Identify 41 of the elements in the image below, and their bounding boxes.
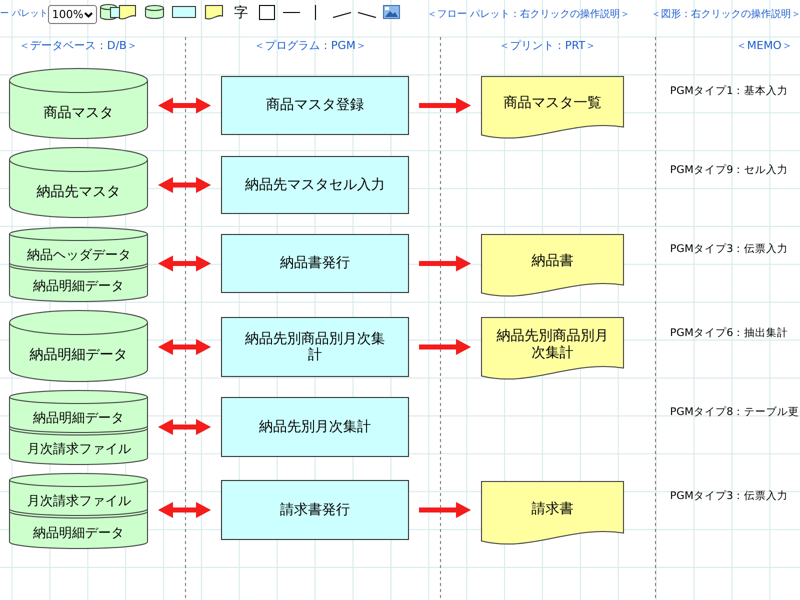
double-arrow — [158, 177, 211, 193]
process-box: 請求書発行 — [221, 480, 409, 540]
help-link: ＜図形：右クリックの操作説明＞ — [651, 8, 800, 21]
palette-link: ー パレット — [0, 9, 48, 20]
double-arrow — [158, 98, 211, 114]
process-box: 納品書発行 — [221, 234, 409, 293]
double-arrow — [158, 339, 211, 355]
document-shape: 商品マスタ一覧 — [481, 76, 624, 139]
arrow — [419, 98, 471, 114]
help-link: ＜フロー パレット：右クリックの操作説明＞ — [427, 8, 630, 21]
stacked-cylinders: 納品ヘッダデータ 納品明細データ — [9, 227, 148, 302]
document-shape: 納品先別商品別月次集計 — [481, 317, 624, 380]
process-box: 納品先別月次集計 — [221, 397, 409, 457]
database-cylinder: 納品明細データ — [9, 310, 148, 382]
column-header: ＜プログラム：PGM＞ — [254, 39, 367, 53]
memo-text: PGMタイプ6：抽出集計 — [670, 327, 788, 340]
column-header: ＜データベース：D/B＞ — [19, 39, 138, 53]
double-arrow — [158, 502, 211, 518]
memo-text: PGMタイプ9：セル入力 — [670, 164, 788, 177]
process-box: 納品先別商品別月次集計 — [221, 317, 409, 377]
database-cylinder: 納品先マスタ — [9, 147, 148, 218]
memo-text: PGMタイプ3：伝票入力 — [670, 490, 788, 503]
stacked-cylinders: 月次請求ファイル 納品明細データ — [9, 473, 148, 549]
arrow — [419, 256, 471, 272]
stacked-cylinders: 納品明細データ 月次請求ファイル — [9, 390, 148, 465]
text-tool: 字 — [234, 4, 248, 22]
database-cylinder: 商品マスタ — [9, 68, 148, 139]
memo-text: PGMタイプ8：テーブル更 — [670, 406, 800, 419]
double-arrow — [158, 256, 211, 272]
arrow — [419, 502, 471, 518]
zoom-select: 100% — [48, 5, 97, 24]
process-box: 商品マスタ登録 — [221, 76, 409, 135]
column-header: ＜プリント：PRT＞ — [499, 39, 596, 53]
process-box: 納品先マスタセル入力 — [221, 156, 409, 214]
arrow — [419, 339, 471, 355]
memo-text: PGMタイプ3：伝票入力 — [670, 243, 788, 256]
document-shape: 請求書 — [481, 481, 624, 545]
double-arrow — [158, 419, 211, 435]
memo-text: PGMタイプ1：基本入力 — [670, 85, 788, 98]
document-shape: 納品書 — [481, 234, 624, 297]
column-header: ＜MEMO＞ — [736, 39, 793, 53]
